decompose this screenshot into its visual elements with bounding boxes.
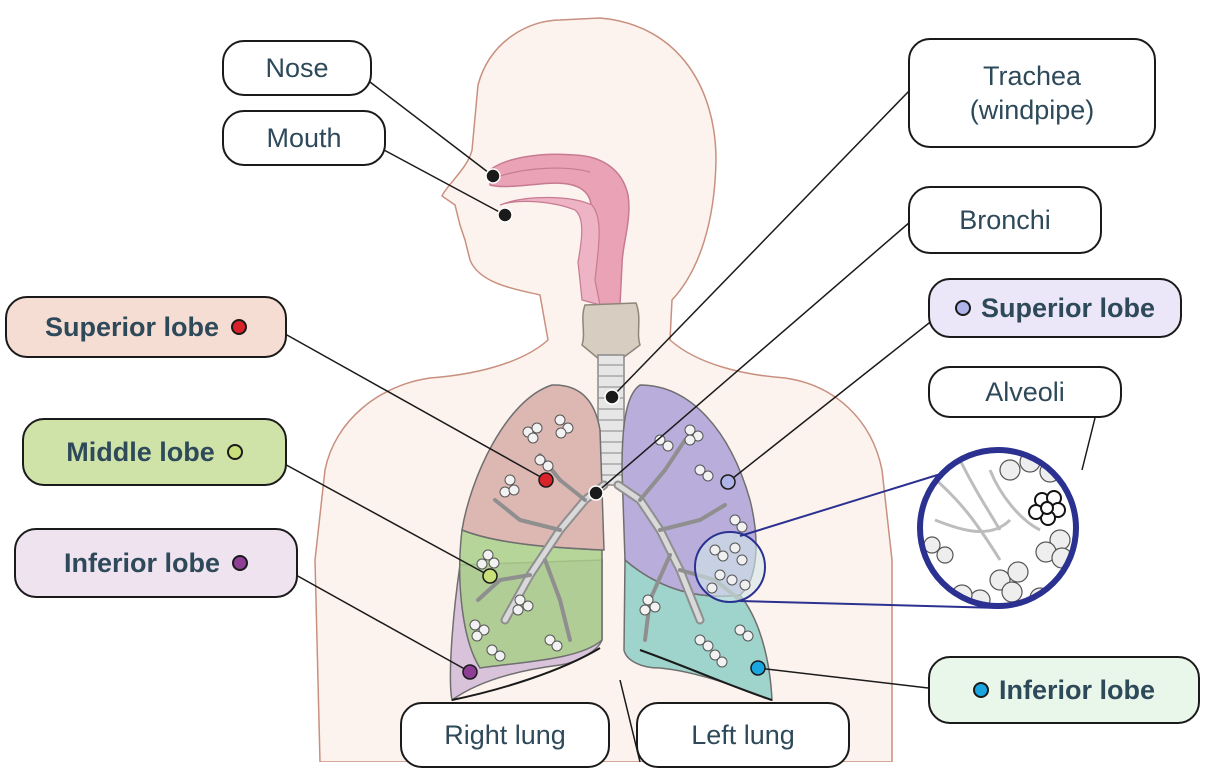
left-superior-lobe-label: Superior lobe <box>928 278 1182 338</box>
larynx <box>582 303 640 360</box>
bronchi-label: Bronchi <box>908 186 1102 254</box>
trachea-text: Trachea <box>983 59 1081 93</box>
left-superior-lobe-dot <box>955 300 971 316</box>
alveoli-label: Alveoli <box>928 366 1122 418</box>
right-inferior-lobe-label: Inferior lobe <box>14 528 298 598</box>
left-inferior-lobe-text: Inferior lobe <box>999 673 1155 707</box>
mouth-label: Mouth <box>222 110 386 166</box>
left-inferior-lobe-dot <box>973 682 989 698</box>
right-middle-lobe-text: Middle lobe <box>66 435 215 469</box>
right-lung-label: Right lung <box>400 702 610 768</box>
alveoli-text: Alveoli <box>985 375 1065 409</box>
trachea-subtext: (windpipe) <box>970 93 1095 127</box>
right-superior-lobe-dot <box>231 319 247 335</box>
left-inferior-lobe-label: Inferior lobe <box>928 656 1200 724</box>
right-inferior-lobe-text: Inferior lobe <box>64 546 220 580</box>
right-inferior-lobe-dot <box>232 555 248 571</box>
right-middle-lobe-label: Middle lobe <box>22 418 287 486</box>
mouth-text: Mouth <box>266 121 341 155</box>
alveoli-magnifier <box>918 448 1078 610</box>
left-lung-text: Left lung <box>691 718 795 752</box>
alveoli-zoom-region <box>695 532 765 602</box>
right-lung-text: Right lung <box>444 718 566 752</box>
right-superior-lobe-label: Superior lobe <box>5 296 287 358</box>
left-lung-label: Left lung <box>636 702 850 768</box>
nose-text: Nose <box>265 51 328 85</box>
nose-label: Nose <box>222 40 372 96</box>
right-middle-lobe-dot <box>227 444 243 460</box>
trachea-label: Trachea (windpipe) <box>908 38 1156 148</box>
right-superior-lobe-text: Superior lobe <box>45 310 219 344</box>
bronchi-text: Bronchi <box>959 203 1051 237</box>
left-superior-lobe-text: Superior lobe <box>981 291 1155 325</box>
